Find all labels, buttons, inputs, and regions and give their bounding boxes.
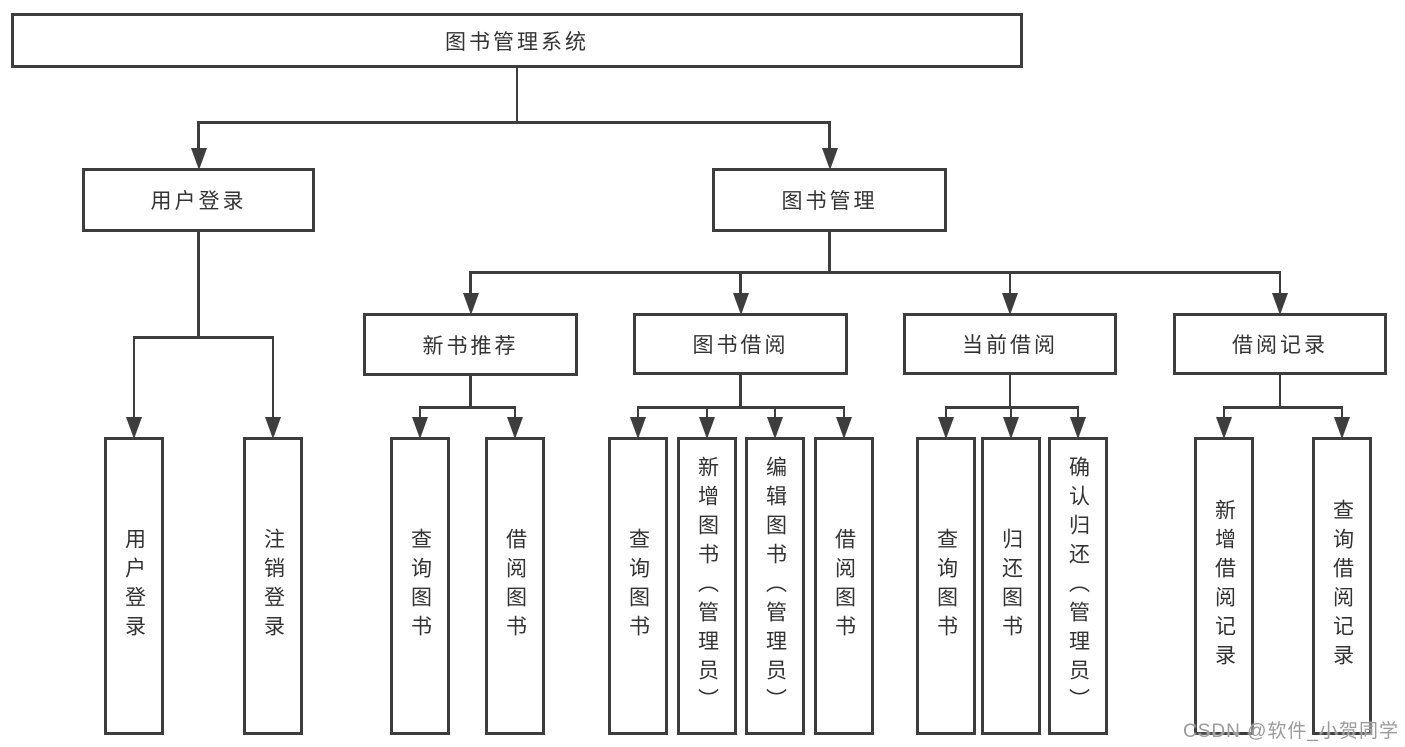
arrowhead-down-icon <box>1272 293 1288 315</box>
connector-stem <box>515 66 519 121</box>
diagram-node-user-login: 用户登录 <box>82 168 315 232</box>
connector-drop <box>197 121 200 150</box>
node-label-nb-borrow: 借阅图书 <box>503 528 527 644</box>
diagram-node-current-borrow: 当前借阅 <box>903 313 1117 375</box>
diagram-node-book-borrow: 图书借阅 <box>633 313 848 375</box>
node-label-root: 图书管理系统 <box>445 30 589 54</box>
connector-split <box>636 406 846 409</box>
diagram-node-bb-add: 新增图书（管理员） <box>677 437 737 735</box>
arrowhead-down-icon <box>265 417 281 439</box>
diagram-node-new-books: 新书推荐 <box>363 313 578 376</box>
connector-drop <box>1278 271 1282 295</box>
diagram-node-cb-confirm: 确认归还（管理员） <box>1048 437 1108 735</box>
arrowhead-down-icon <box>462 293 479 315</box>
node-label-current-borrow: 当前借阅 <box>962 334 1058 357</box>
diagram-node-bb-query: 查询图书 <box>608 437 668 735</box>
connector-stem <box>469 374 472 406</box>
diagram-node-br-add: 新增借阅记录 <box>1194 437 1254 735</box>
arrowhead-down-icon <box>1003 417 1019 439</box>
node-label-cb-confirm: 确认归还（管理员） <box>1066 455 1090 717</box>
diagram-node-user-login-op: 用户登录 <box>104 437 164 735</box>
connector-stem <box>1008 373 1012 406</box>
connector-split <box>1222 406 1344 409</box>
node-label-cb-query: 查询图书 <box>934 528 958 644</box>
connector-drop <box>705 406 709 419</box>
node-label-bb-edit: 编辑图书（管理员） <box>763 455 787 717</box>
arrowhead-down-icon <box>507 417 523 439</box>
arrowhead-down-icon <box>1070 417 1086 439</box>
node-label-br-query: 查询借阅记录 <box>1330 499 1354 673</box>
connector-drop <box>1009 406 1013 419</box>
diagram-node-bb-borrow: 借阅图书 <box>814 437 874 735</box>
diagram-node-br-query: 查询借阅记录 <box>1312 437 1372 735</box>
connector-drop <box>1008 271 1012 295</box>
connector-stem <box>828 230 831 271</box>
connector-drop <box>1076 406 1080 419</box>
connector-drop <box>773 406 777 419</box>
diagram-node-logout-op: 注销登录 <box>243 437 303 735</box>
node-label-br-add: 新增借阅记录 <box>1212 499 1236 673</box>
diagram-node-cb-return: 归还图书 <box>981 437 1041 735</box>
diagram-node-nb-query: 查询图书 <box>390 437 450 735</box>
connector-split <box>469 271 1282 274</box>
connector-drop <box>944 406 948 419</box>
connector-drop <box>842 406 846 419</box>
arrowhead-down-icon <box>1002 293 1018 315</box>
arrowhead-down-icon <box>412 417 428 439</box>
connector-drop <box>271 336 275 419</box>
arrowhead-down-icon <box>938 417 954 439</box>
node-label-nb-query: 查询图书 <box>408 528 432 644</box>
connector-drop <box>828 121 831 150</box>
arrowhead-down-icon <box>1216 417 1232 439</box>
connector-drop <box>513 406 517 419</box>
connector-split <box>197 121 831 124</box>
diagram-node-nb-borrow: 借阅图书 <box>485 437 545 735</box>
arrowhead-down-icon <box>126 417 142 439</box>
node-label-bb-query: 查询图书 <box>626 528 650 644</box>
connector-drop <box>418 406 422 419</box>
node-label-logout-op: 注销登录 <box>261 528 285 644</box>
connector-split <box>418 406 517 409</box>
watermark-text: CSDN @软件_小贺同学 <box>1183 721 1399 742</box>
node-label-cb-return: 归还图书 <box>999 528 1023 644</box>
connector-drop <box>469 271 472 295</box>
diagram-node-book-mgmt: 图书管理 <box>712 168 947 232</box>
node-label-borrow-records: 借阅记录 <box>1232 334 1328 357</box>
connector-stem <box>1278 373 1282 406</box>
connector-drop <box>1340 406 1344 419</box>
connector-split <box>132 336 275 339</box>
arrowhead-down-icon <box>836 417 852 439</box>
connector-drop <box>636 406 640 419</box>
arrowhead-down-icon <box>732 293 749 315</box>
diagram-node-bb-edit: 编辑图书（管理员） <box>745 437 805 735</box>
connector-drop <box>739 271 742 295</box>
node-label-bb-borrow: 借阅图书 <box>832 528 856 644</box>
node-label-user-login-op: 用户登录 <box>122 528 146 644</box>
connector-stem <box>739 373 742 406</box>
node-label-bb-add: 新增图书（管理员） <box>695 455 719 717</box>
arrowhead-down-icon <box>1334 417 1350 439</box>
node-label-book-borrow: 图书借阅 <box>692 334 789 357</box>
arrowhead-down-icon <box>699 417 715 439</box>
connector-stem <box>197 230 200 336</box>
diagram-node-root: 图书管理系统 <box>11 13 1023 68</box>
node-label-user-login: 用户登录 <box>150 190 247 213</box>
arrowhead-down-icon <box>767 417 783 439</box>
diagram-node-borrow-records: 借阅记录 <box>1173 313 1387 375</box>
diagram-node-cb-query: 查询图书 <box>916 437 976 735</box>
arrowhead-down-icon <box>821 148 838 170</box>
arrowhead-down-icon <box>190 148 207 170</box>
connector-drop <box>132 336 136 419</box>
arrowhead-down-icon <box>630 417 646 439</box>
node-label-book-mgmt: 图书管理 <box>781 190 878 213</box>
connector-drop <box>1222 406 1226 419</box>
node-label-new-books: 新书推荐 <box>422 334 519 358</box>
